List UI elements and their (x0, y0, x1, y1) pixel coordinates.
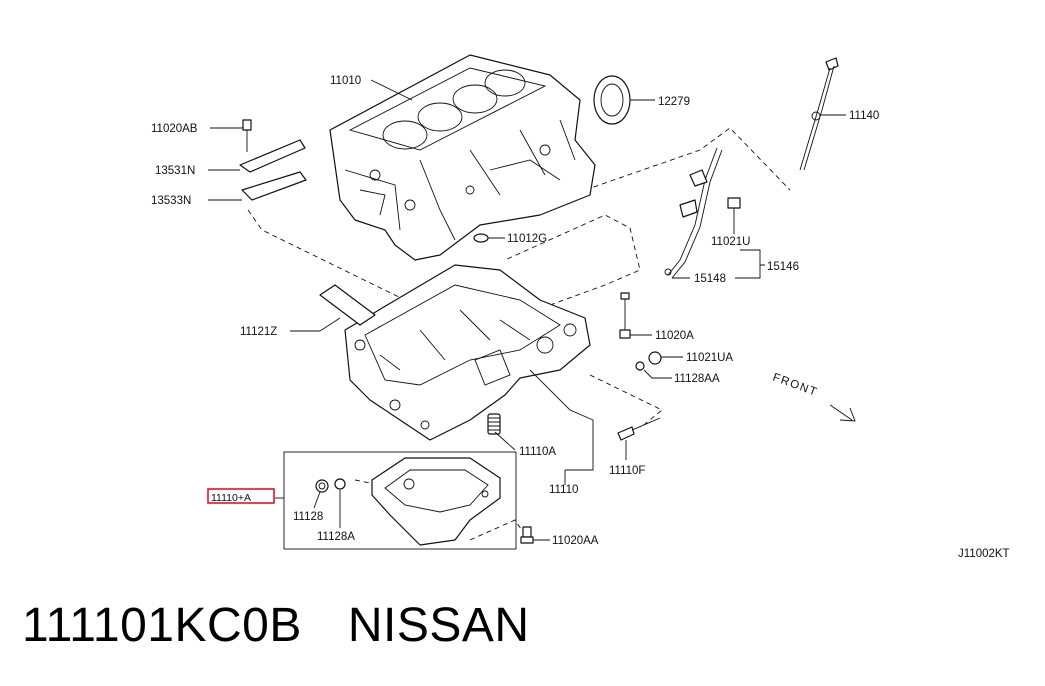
part-number-footer: 111101KC0B NISSAN (22, 598, 530, 653)
bolt-11021ua[interactable] (635, 351, 662, 371)
label-11110f[interactable]: 11110F (609, 465, 645, 477)
gauge-guide-tube[interactable] (664, 147, 741, 279)
label-13533n[interactable]: 13533N (151, 195, 191, 207)
front-arrow (829, 404, 856, 422)
highlight-box (207, 488, 275, 504)
bolt-11020a[interactable] (619, 292, 631, 339)
highlighted-part[interactable]: 11110+A (207, 488, 275, 504)
plug[interactable] (473, 233, 489, 243)
bracket-assembly[interactable] (239, 119, 307, 201)
label-11021u[interactable]: 11021U (711, 236, 750, 248)
label-11021ua[interactable]: 11021UA (686, 352, 733, 364)
label-11020ab[interactable]: 11020AB (151, 123, 198, 135)
oil-strainer[interactable] (487, 413, 501, 435)
label-11012g[interactable]: 11012G (507, 233, 547, 245)
label-11121z[interactable]: 11121Z (240, 326, 277, 338)
bolt-11110f[interactable] (617, 417, 661, 441)
label-11110[interactable]: 11110 (549, 484, 578, 496)
label-15148[interactable]: 15148 (694, 273, 726, 285)
label-11128aa[interactable]: 11128AA (674, 373, 720, 385)
label-11110a[interactable]: 11110A (519, 446, 556, 458)
label-11128a[interactable]: 11128A (317, 531, 355, 543)
drain-washer[interactable] (334, 478, 346, 490)
lower-pan-group-box (283, 451, 517, 550)
label-15146[interactable]: 15146 (767, 261, 799, 273)
brand-name: NISSAN (347, 599, 530, 652)
label-front: FRONT (771, 372, 819, 399)
bolt-11020aa[interactable] (520, 526, 534, 544)
oil-seal[interactable] (593, 75, 631, 125)
diagram-code: J11002KT (958, 548, 1010, 560)
label-11020a[interactable]: 11020A (655, 330, 694, 342)
cylinder-block[interactable] (329, 54, 596, 261)
label-11140[interactable]: 11140 (849, 110, 879, 122)
part-number: 111101KC0B (22, 599, 302, 652)
upper-oil-pan[interactable] (344, 264, 591, 441)
parts-diagram: 11010 12279 11020AB 13531N 13533N 11140 … (151, 54, 1010, 560)
lower-oil-pan[interactable] (371, 457, 501, 546)
label-12279[interactable]: 12279 (658, 96, 690, 108)
label-11110-a[interactable]: 11110+A (211, 492, 251, 504)
leader-lines (208, 79, 846, 541)
label-13531n[interactable]: 13531N (155, 165, 195, 177)
label-11128[interactable]: 11128 (293, 511, 323, 523)
drain-plug[interactable] (315, 479, 329, 493)
label-11010[interactable]: 11010 (330, 75, 361, 87)
dipstick[interactable] (799, 57, 839, 171)
label-11020aa[interactable]: 11020AA (552, 535, 599, 547)
baffle-plate[interactable] (319, 284, 376, 326)
